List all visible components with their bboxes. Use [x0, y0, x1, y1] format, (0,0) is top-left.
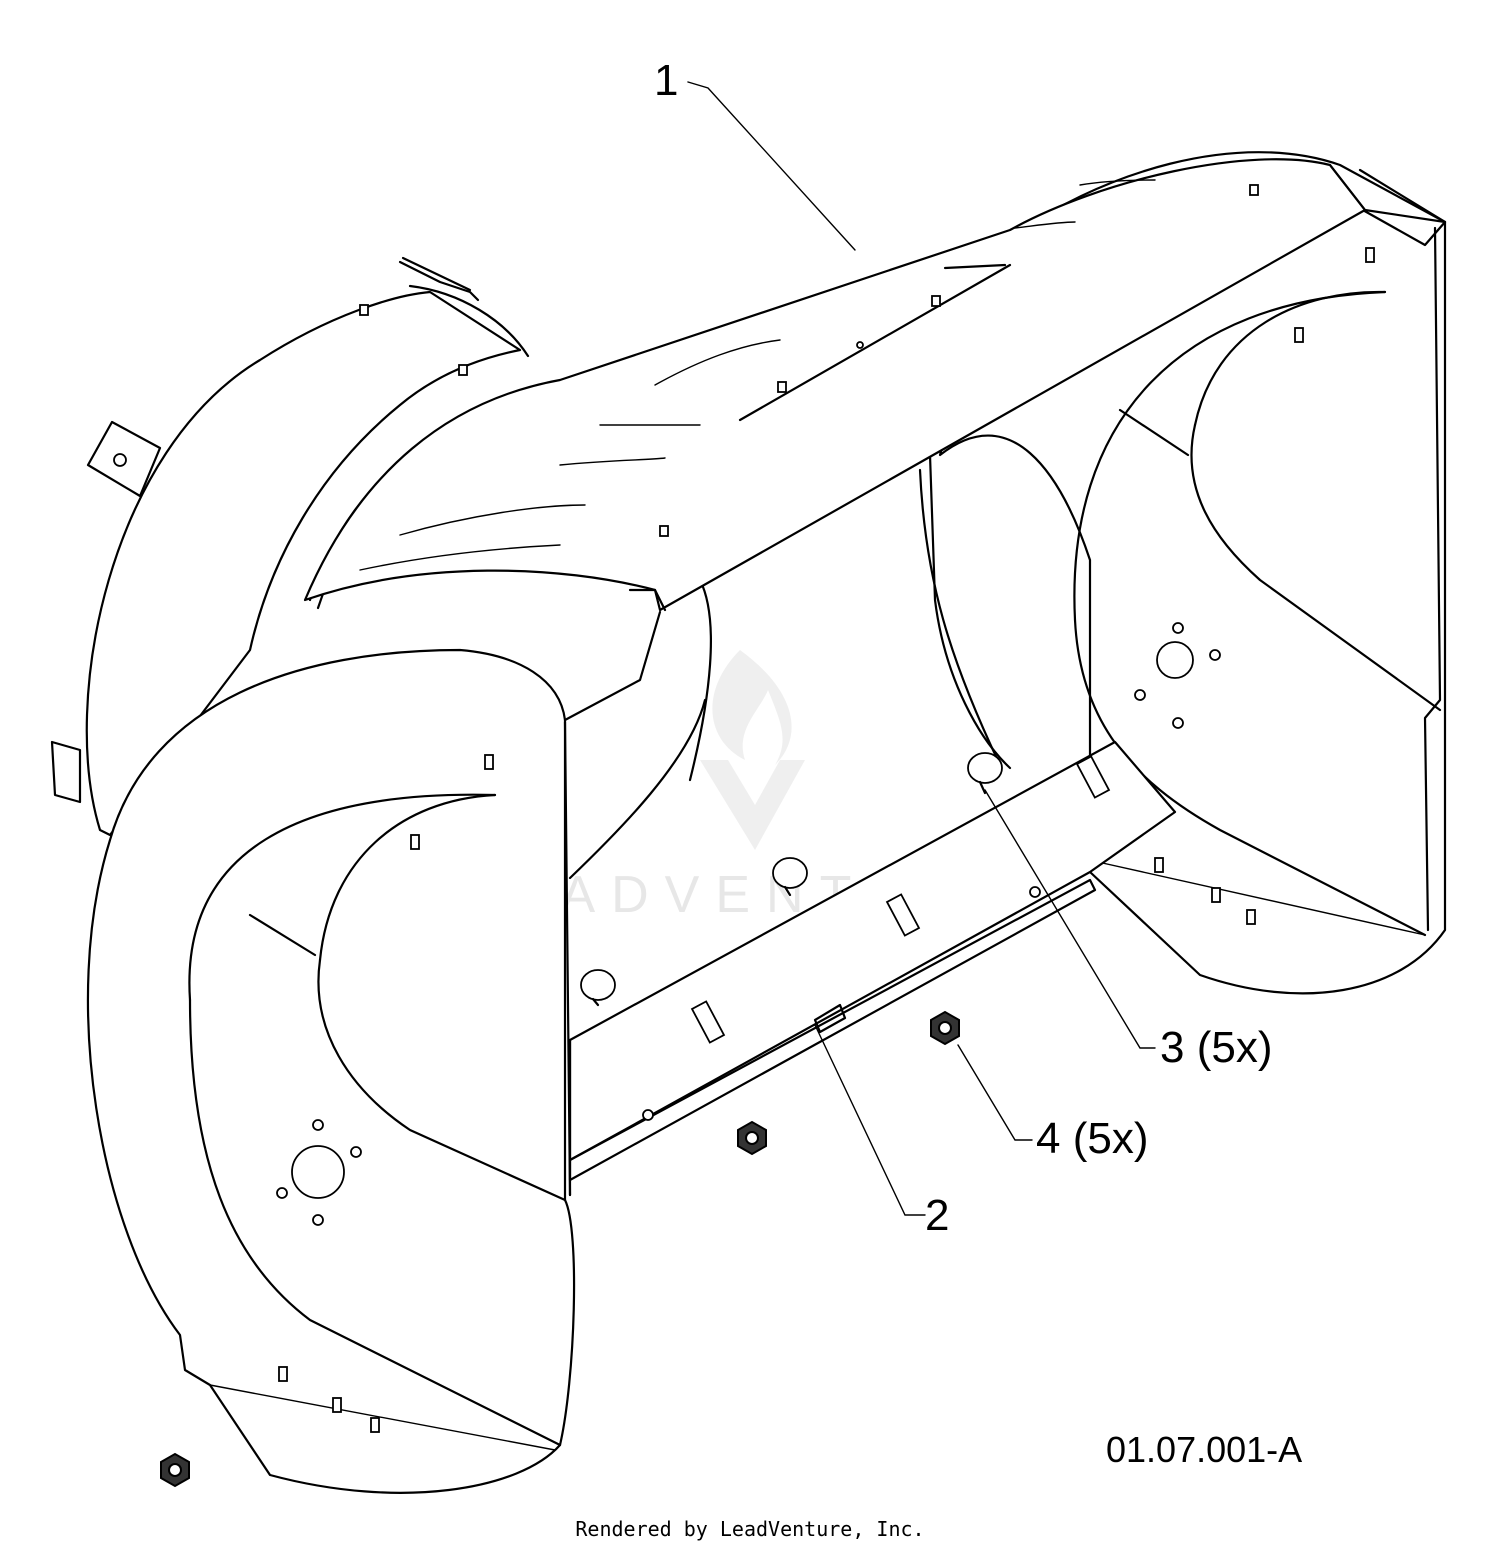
- leader-4: [957, 1044, 1033, 1141]
- hex-nut: [930, 1010, 960, 1046]
- part-code: 01.07.001-A: [1106, 1429, 1302, 1470]
- leader-1: [687, 81, 856, 251]
- bolt: [580, 969, 616, 1007]
- top-channel-part-1: [303, 158, 1447, 612]
- callout-3: 3 (5x): [1160, 1023, 1272, 1072]
- leader-3: [984, 789, 1156, 1049]
- hex-nut: [160, 1452, 190, 1488]
- hex-nut: [737, 1120, 767, 1156]
- leader-2: [814, 1024, 926, 1216]
- callout-4: 4 (5x): [1036, 1114, 1148, 1163]
- callout-2: 2: [925, 1191, 949, 1240]
- bolt: [772, 857, 808, 897]
- rear-wall: [568, 453, 1012, 880]
- left-front-housing: [86, 610, 662, 1494]
- shave-plate-part-2: [568, 740, 1177, 1197]
- callout-1: 1: [654, 56, 678, 105]
- leader-lines: [687, 81, 1156, 1216]
- hex-nuts-part-4: [160, 1010, 960, 1488]
- carriage-bolts-part-3: [580, 752, 1003, 1007]
- bolt: [967, 752, 1003, 795]
- credit-text: Rendered by LeadVenture, Inc.: [575, 1517, 924, 1541]
